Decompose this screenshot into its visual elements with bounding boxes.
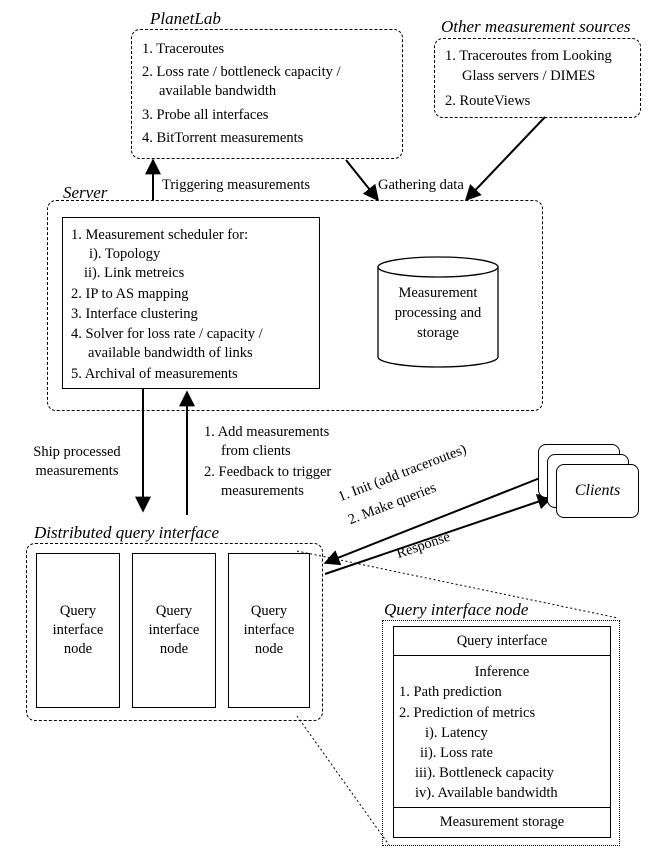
server-item: available bandwidth of links [88,345,253,361]
dqi-title: Distributed query interface [34,523,220,542]
node-label-line: interface [243,622,295,638]
other-sources-item: 2. RouteViews [445,93,531,109]
clients-box: Clients [556,464,639,518]
server-item: 4. Solver for loss rate / capacity / [71,326,263,342]
add-measurements-label: 1. Add measurements [204,424,330,440]
other-sources-title: Other measurement sources [441,17,631,36]
storage-label: Measurement [398,285,478,301]
zoom-line-bottom [296,715,390,846]
init-query-arrow [323,477,541,566]
server-box [47,200,543,411]
node-label-line: node [63,641,93,657]
dqi-box [26,543,323,721]
planetlab-item: 4. BitTorrent measurements [142,130,304,146]
qin-inference-item: i). Latency [425,725,488,741]
query-interface-node: Query interface node [132,553,216,708]
gathering-label: Gathering data [378,177,464,193]
ship-processed-label: Ship processed [33,444,121,460]
server-functions-box [62,217,320,389]
gathering-arrow-other [464,116,546,202]
server-item: ii). Link metreics [84,265,185,281]
planetlab-item: 2. Loss rate / bottleneck capacity / [142,64,341,80]
qin-inference-item: ii). Loss rate [420,745,493,761]
triggering-label: Triggering measurements [162,177,311,193]
server-item: 3. Interface clustering [71,306,198,322]
qin-inference-item: 1. Path prediction [399,684,502,700]
node-label-line: node [159,641,189,657]
zoom-line-top [296,550,619,619]
gathering-arrow-planetlab [345,159,379,202]
qin-storage: Measurement storage [439,814,565,830]
response-arrow [324,494,554,575]
qin-inference-title: Inference [474,664,530,680]
qin-inference-item: iii). Bottleneck capacity [415,765,554,781]
planetlab-item: available bandwidth [159,83,277,99]
server-item: i). Topology [89,246,161,262]
other-sources-item: 1. Traceroutes from Looking [445,48,612,64]
server-item: 2. IP to AS mapping [71,286,189,302]
qin-divider-top [393,655,611,656]
clients-label: Clients [574,482,621,499]
planetlab-item: 1. Traceroutes [142,41,225,57]
qin-inference-item: iv). Available bandwidth [415,785,558,801]
node-label-line: node [254,641,284,657]
add-measurements-label: measurements [221,483,304,499]
qin-title: Query interface node [384,600,529,619]
qin-outer-box [382,620,620,846]
ship-processed-label: measurements [35,463,119,479]
query-interface-node: Query interface node [228,553,310,708]
server-item: 5. Archival of measurements [71,366,238,382]
qin-query-interface: Query interface [456,633,548,649]
add-measurements-label: 2. Feedback to trigger [204,464,332,480]
node-label-line: Query [59,603,97,619]
query-interface-node: Query interface node [36,553,120,708]
node-label-line: interface [52,622,104,638]
planetlab-box [131,29,403,159]
add-measurements-label: from clients [221,443,291,459]
qin-box [393,626,611,838]
node-label-line: interface [148,622,200,638]
planetlab-title: PlanetLab [150,9,221,28]
storage-label: processing and [394,305,482,321]
node-label-line: Query [250,603,288,619]
other-sources-item: Glass servers / DIMES [462,68,596,84]
server-item: 1. Measurement scheduler for: [71,227,249,243]
qin-inference-item: 2. Prediction of metrics [399,705,536,721]
node-label-line: Query [155,603,193,619]
storage-label: storage [417,325,459,341]
server-title: Server [63,183,108,202]
other-sources-box [434,38,641,118]
planetlab-item: 3. Probe all interfaces [142,107,269,123]
qin-divider-bottom [393,807,611,808]
